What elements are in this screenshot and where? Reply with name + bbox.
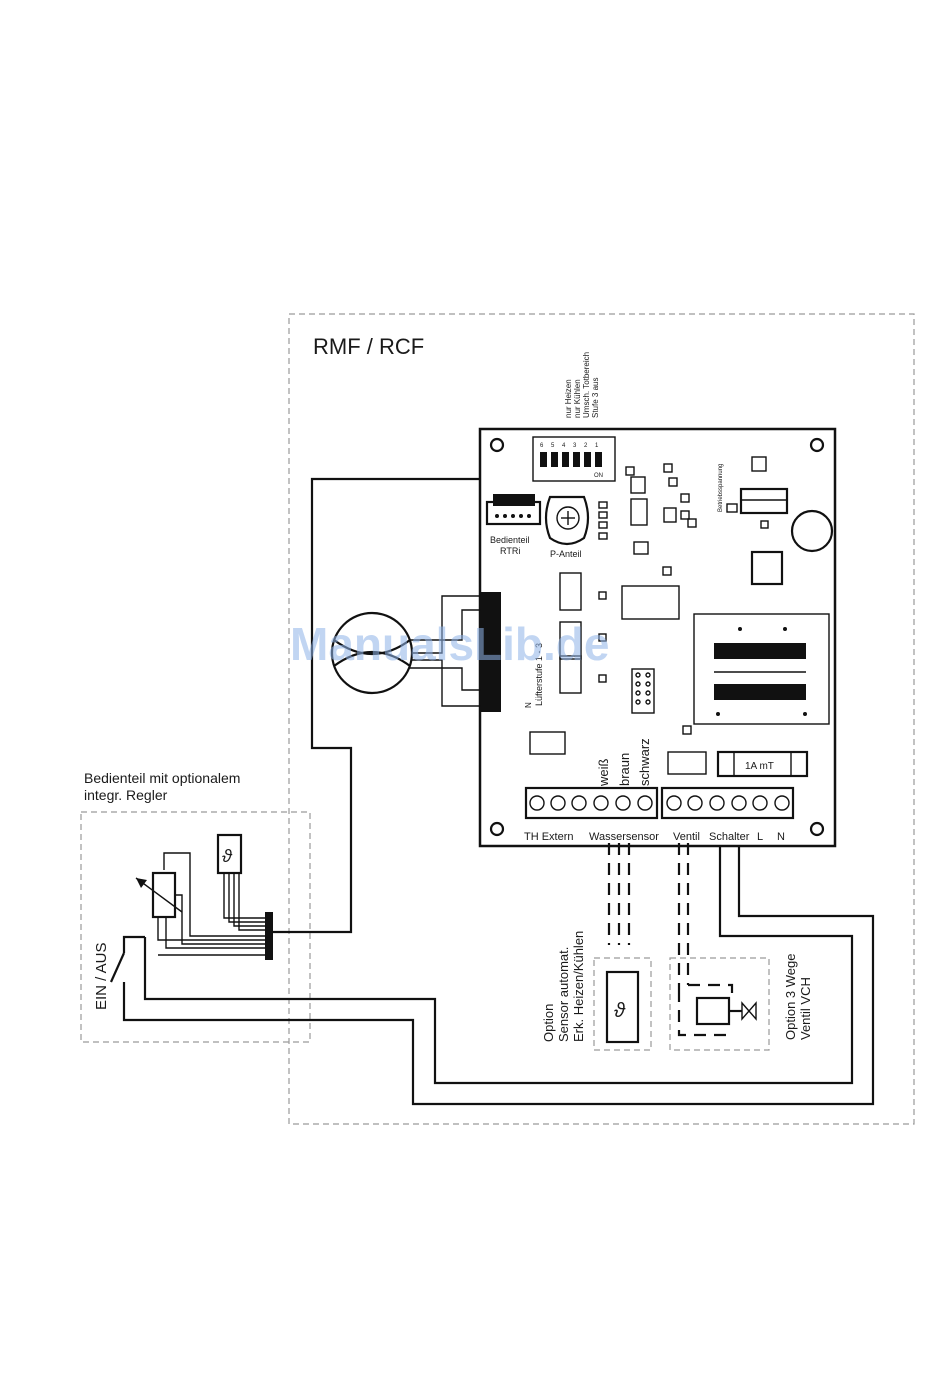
dip-number: 6 — [540, 443, 544, 449]
dip-number: 1 — [595, 443, 599, 449]
valve-actuator-icon — [677, 983, 757, 1037]
fan-stage-label: Lüfterstufe 1 - 3 — [534, 643, 544, 706]
relays — [559, 572, 680, 694]
terminal-n: N — [777, 831, 785, 843]
water-sensor-icon: ϑ — [605, 970, 640, 1044]
bedienteil-label: Bedienteil — [490, 535, 530, 545]
sensor-option-label-2: Sensor automat. — [556, 947, 571, 1042]
svg-text:ϑ: ϑ — [614, 1000, 626, 1022]
rtri-connector — [485, 494, 542, 526]
wire-color-schwarz: schwarz — [637, 738, 652, 786]
sensor-option-outline — [593, 957, 652, 1051]
terminal-th-extern: TH Extern — [524, 831, 574, 843]
svg-text:ϑ: ϑ — [222, 846, 233, 866]
valve-option-label-1: Option 3 Wege — [783, 954, 798, 1040]
valve-option-label-2: Ventil VCH — [798, 977, 813, 1040]
thermistor-icon: ϑ — [216, 833, 243, 875]
fan-icon — [330, 595, 482, 707]
dip-note-totbereich: Umsch. Totbereich — [582, 352, 591, 418]
switch-label: EIN / AUS — [93, 942, 110, 1010]
pin-header — [631, 668, 655, 714]
wire-color-braun: braun — [617, 753, 632, 786]
terminal-block-right — [660, 786, 795, 820]
sensor-option-label-3: Erk. Heizen/Kühlen — [571, 931, 586, 1042]
dip-switch — [532, 436, 616, 482]
rtri-label: RTRi — [500, 546, 520, 556]
dip-note-kuehlen: nur Kühlen — [573, 379, 582, 418]
on-off-switch-icon — [109, 935, 145, 1018]
fan-n-label: N — [524, 702, 533, 708]
dip-number: 4 — [562, 443, 566, 449]
fuse-component — [716, 750, 809, 778]
dip-note-stufe3: Stufe 3 aus — [591, 378, 600, 418]
diagram-title: RMF / RCF — [313, 334, 424, 359]
p-anteil-label: P-Anteil — [550, 549, 582, 559]
small-components — [598, 456, 834, 586]
dip-number: 2 — [584, 443, 588, 449]
sensor-option-label-1: Option — [541, 1004, 556, 1042]
terminal-schalter: Schalter — [709, 831, 750, 843]
control-unit-label-1: Bedienteil mit optionalem — [84, 770, 240, 786]
betriebsspannung-label: Betriebsspannung — [718, 464, 724, 512]
dip-number: 5 — [551, 443, 555, 449]
p-anteil-trimmer-icon — [544, 495, 590, 546]
terminal-l: L — [757, 831, 763, 843]
fuse-label: 1A mT — [745, 761, 774, 772]
terminal-wassersensor: Wassersensor — [589, 831, 659, 843]
control-unit-outline — [80, 811, 311, 1043]
control-unit-label-2: integr. Regler — [84, 787, 168, 803]
dip-number: 3 — [573, 443, 577, 449]
fan-connector — [481, 592, 501, 712]
wire-color-weiss: weiß — [596, 758, 611, 787]
watermark: ManualsLib.de — [290, 618, 609, 670]
valve-option-outline — [669, 957, 770, 1051]
dip-on-label: ON — [594, 473, 603, 479]
housing-outline — [288, 313, 915, 1125]
control-unit-connector — [265, 912, 273, 960]
transformer-icon — [682, 613, 830, 735]
terminal-block-left — [524, 786, 659, 820]
terminal-ventil: Ventil — [673, 831, 700, 843]
dip-note-heizen: nur Heizen — [564, 379, 573, 418]
